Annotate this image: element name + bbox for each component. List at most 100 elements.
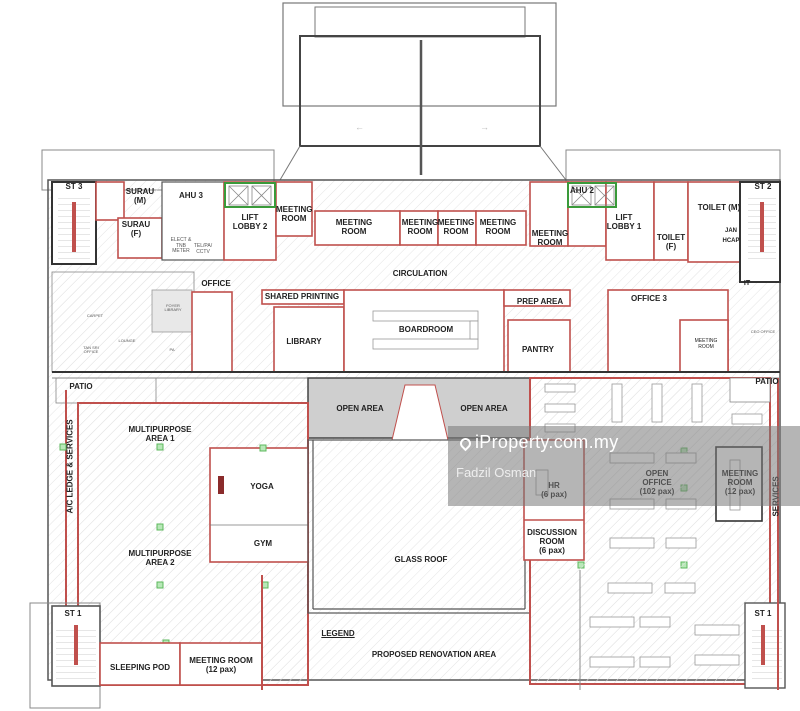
watermark-banner: iProperty.com.my Fadzil Osman <box>448 426 800 506</box>
room-label-foyer-library: FOYER LIBRARY <box>158 303 188 313</box>
room-label-patio-right: PATIO <box>755 377 779 386</box>
elect-line3: METER <box>172 248 190 254</box>
meeting-c-line2: ROOM <box>443 226 469 236</box>
room-label-pantry: PANTRY <box>522 345 554 354</box>
stair-cores <box>58 196 776 260</box>
room-label-surau-f-line1: SURAU <box>121 220 151 229</box>
meeting-d-line2: ROOM <box>485 226 511 236</box>
room-label-meeting-room-e: MEETING ROOM <box>530 229 570 248</box>
room-label-telpa: TEL/PA/ CCTV <box>190 243 216 255</box>
room-label-office: OFFICE <box>201 279 231 288</box>
room-label-circulation: CIRCULATION <box>392 269 448 278</box>
telpa-line2: CCTV <box>196 248 210 255</box>
bottom-left-rooms <box>29 602 263 709</box>
mp2-line1: MULTIPURPOSE <box>128 549 192 558</box>
room-label-st1-right: ST 1 <box>754 609 772 618</box>
room-label-surau-f: SURAU (F) <box>115 220 157 239</box>
foyer-line1: FOYER <box>166 303 180 308</box>
room-label-library: LIBRARY <box>286 337 322 346</box>
lift-lobby-1-line2: LOBBY 1 <box>606 221 642 231</box>
room-label-shared-printing: SHARED PRINTING <box>264 292 340 301</box>
room-label-multipurpose-2: MULTIPURPOSE AREA 2 <box>120 549 200 568</box>
room-label-prep-area: PREP AREA <box>516 297 564 306</box>
toilet-f-line2: (F) <box>665 241 677 251</box>
room-label-toilet-f: TOILET (F) <box>656 233 686 252</box>
room-label-elect: ELECT & TNB METER <box>168 237 194 255</box>
discussion-line2: ROOM <box>539 536 565 546</box>
room-label-st1-left: ST 1 <box>64 609 82 618</box>
meeting-e-line1: MEETING <box>531 229 569 238</box>
tan-sri-line1: TAN SRI <box>83 345 99 350</box>
elect-line1: ELECT & <box>170 237 192 243</box>
room-label-ac-ledge: A/C LEDGE & SERVICES <box>65 419 75 514</box>
watermark-brand: iProperty.com.my <box>457 432 619 453</box>
room-label-st3: ST 3 <box>65 182 83 191</box>
location-pin-icon <box>457 435 474 452</box>
watermark-brand-text: iProperty.com.my <box>475 432 619 452</box>
room-label-lift-lobby-2: LIFT LOBBY 2 <box>226 213 274 232</box>
tan-sri-line2: OFFICE <box>83 349 99 355</box>
room-label-it: IT <box>743 280 751 287</box>
meeting-bottom-line2: (12 pax) <box>205 664 237 674</box>
room-label-open-area-left: OPEN AREA <box>336 404 384 413</box>
meeting-a-line1: MEETING <box>335 218 373 227</box>
mp2-line2: AREA 2 <box>145 557 175 567</box>
discussion-line3: (6 pax) <box>539 545 565 555</box>
room-label-sleeping-pod: SLEEPING POD <box>109 663 170 672</box>
room-label-pa: PA <box>169 347 175 352</box>
room-label-surau-m: SURAU (M) <box>120 187 160 206</box>
room-label-ahu3: AHU 3 <box>178 191 203 200</box>
room-label-meeting-room-b: MEETING ROOM <box>398 218 442 237</box>
meeting-e-line2: ROOM <box>537 237 563 247</box>
room-label-ahu2: AHU 2 <box>569 186 594 195</box>
discussion-line1: DISCUSSION <box>527 528 577 537</box>
room-label-surau-f-line2: (F) <box>130 228 142 238</box>
room-label-meeting-room-small: MEETING ROOM <box>276 205 312 224</box>
room-label-jan: JAN <box>724 228 737 234</box>
room-label-lounge: LOUNGE <box>118 338 136 343</box>
room-label-surau-m-line1: SURAU <box>125 187 155 196</box>
room-label-meeting-room-a: MEETING ROOM <box>330 218 378 237</box>
elect-line2: TNB <box>176 242 186 249</box>
lift-lobby-2-line2: LOBBY 2 <box>232 221 268 231</box>
lift-lobby-2-line1: LIFT <box>241 213 259 222</box>
room-label-meeting-office3: MEETING ROOM <box>690 338 722 350</box>
meeting-small-line2: ROOM <box>281 213 307 223</box>
room-label-meeting-room-bottom: MEETING ROOM (12 pax) <box>184 656 258 675</box>
meeting-a-line2: ROOM <box>341 226 367 236</box>
room-label-surau-m-line2: (M) <box>134 195 146 205</box>
room-label-discussion-room: DISCUSSION ROOM (6 pax) <box>524 528 580 555</box>
open-area <box>307 377 531 441</box>
meeting-bottom-line1: MEETING ROOM <box>189 656 253 665</box>
mp1-line2: AREA 1 <box>145 433 175 443</box>
meeting-d-line1: MEETING <box>479 218 517 227</box>
room-label-lift-lobby-1: LIFT LOBBY 1 <box>602 213 646 232</box>
legend-title: LEGEND <box>321 629 355 638</box>
room-label-carpet: CARPET <box>86 313 104 318</box>
toilet-f-line1: TOILET <box>656 233 686 242</box>
room-label-tan-sri-office: TAN SRI OFFICE <box>76 345 106 355</box>
foyer-line2: LIBRARY <box>164 307 182 313</box>
room-label-office-3: OFFICE 3 <box>630 294 667 303</box>
room-label-ceo-office: CEO OFFICE <box>750 329 776 334</box>
meeting-office3-line2: ROOM <box>698 343 714 350</box>
room-label-meeting-room-c: MEETING ROOM <box>436 218 476 237</box>
boardroom-table <box>372 310 479 350</box>
room-label-toilet-m: TOILET (M) <box>697 203 741 212</box>
room-label-multipurpose-1: MULTIPURPOSE AREA 1 <box>120 425 200 444</box>
room-label-st2: ST 2 <box>754 182 772 191</box>
room-label-open-area-right: OPEN AREA <box>460 404 508 413</box>
entrance-canopy: ← → <box>279 2 567 181</box>
lift-lobby-1-line1: LIFT <box>615 213 633 222</box>
room-label-yoga: YOGA <box>250 482 274 491</box>
mp1-line1: MULTIPURPOSE <box>128 425 192 434</box>
room-label-glass-roof: GLASS ROOF <box>394 555 448 564</box>
meeting-b-line1: MEETING <box>401 218 439 227</box>
middle-rooms <box>51 271 729 373</box>
svg-text:←: ← <box>355 122 364 132</box>
meeting-b-line2: ROOM <box>407 226 433 236</box>
watermark-agent: Fadzil Osman <box>456 465 537 480</box>
legend-item-renovation: PROPOSED RENOVATION AREA <box>371 650 497 659</box>
svg-text:→: → <box>480 122 489 132</box>
